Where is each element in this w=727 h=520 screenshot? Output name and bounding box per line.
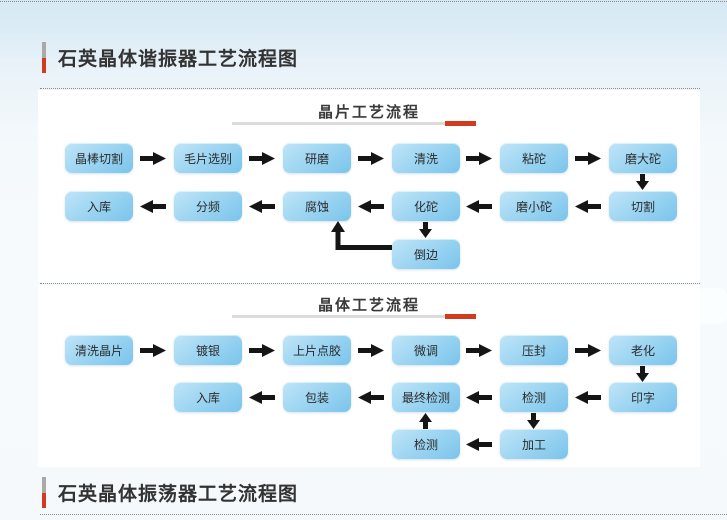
flow-box-jingbangqiege: 晶棒切割 (65, 143, 133, 173)
flow-box-qiege: 切割 (609, 191, 677, 221)
flow-box-moxiaotuo: 磨小砣 (500, 191, 568, 221)
flow-box-yafeng: 压封 (500, 335, 568, 365)
flow-box-huatuo: 化砣 (392, 191, 460, 221)
section-title-resonator: 石英晶体谐振器工艺流程图 (42, 42, 298, 73)
flow-box-weitiao: 微调 (392, 335, 460, 365)
arrow-left-icon (140, 200, 166, 213)
arrow-left-icon (466, 200, 492, 213)
arrow-down-icon (636, 174, 649, 190)
arrow-left-icon (575, 200, 601, 213)
flow-box-zuizhongjiance: 最终检测 (392, 382, 460, 412)
section-title-oscillator: 石英晶体振荡器工艺流程图 (42, 477, 298, 508)
header-underline-gray (232, 315, 445, 318)
flow-box-jiance-1: 检测 (500, 382, 568, 412)
arrow-elbow-up-icon (330, 220, 392, 253)
flow-box-yanmo: 研磨 (283, 143, 351, 173)
flow-box-duyin: 镀银 (174, 335, 242, 365)
flow-box-fushi: 腐蚀 (283, 191, 351, 221)
arrow-right-icon (358, 152, 384, 165)
flow-box-maopianxuanbie: 毛片选别 (174, 143, 242, 173)
arrow-left-icon (249, 391, 275, 404)
flow-box-baozhuang: 包装 (283, 382, 351, 412)
panel-divider (40, 283, 700, 284)
flow-box-ruku-1: 入库 (65, 191, 133, 221)
arrow-left-icon (249, 200, 275, 213)
arrow-down-icon (527, 413, 540, 429)
arrow-down-icon (636, 366, 649, 382)
arrow-left-icon (575, 391, 601, 404)
flow-box-daobian: 倒边 (392, 239, 460, 269)
flow-box-zhantuo: 粘砣 (500, 143, 568, 173)
flow-box-laohua: 老化 (609, 335, 677, 365)
flow-box-qingxijingpian: 清洗晶片 (65, 335, 133, 365)
bottom-divider (40, 514, 727, 515)
header-underline-red (445, 121, 476, 126)
page-title: 石英晶体谐振器工艺流程图 (58, 49, 299, 70)
arrow-down-icon (419, 222, 432, 238)
flow-box-fenpin: 分频 (174, 191, 242, 221)
title-marker-icon (42, 42, 46, 73)
flow-box-qingxi: 清洗 (392, 143, 460, 173)
arrow-right-icon (249, 152, 275, 165)
arrow-left-icon (358, 391, 384, 404)
arrow-right-icon (358, 344, 384, 357)
header-underline-red (445, 314, 476, 319)
flow-box-ruku-2: 入库 (174, 382, 242, 412)
crystal-process-header: 晶体工艺流程 (317, 297, 420, 314)
wafer-process-header: 晶片工艺流程 (317, 104, 420, 121)
flow-box-shangpiandianjiao: 上片点胶 (283, 335, 351, 365)
arrow-right-icon (249, 344, 275, 357)
arrow-up-icon (419, 413, 432, 429)
arrow-left-icon (466, 438, 492, 451)
header-underline-gray (232, 122, 445, 125)
page-title: 石英晶体振荡器工艺流程图 (58, 484, 299, 505)
title-marker-icon (42, 477, 46, 508)
arrow-right-icon (140, 152, 166, 165)
top-divider (0, 1, 727, 2)
arrow-left-icon (358, 200, 384, 213)
arrow-right-icon (140, 344, 166, 357)
arrow-right-icon (575, 152, 601, 165)
background-card-corner (697, 288, 727, 324)
flow-box-modatuo: 磨大砣 (609, 143, 677, 173)
title-divider (40, 88, 700, 89)
flow-box-jiance-2: 检测 (392, 429, 460, 459)
arrow-left-icon (466, 391, 492, 404)
flow-box-yinzi: 印字 (609, 382, 677, 412)
arrow-right-icon (575, 344, 601, 357)
arrow-right-icon (466, 344, 492, 357)
flow-box-jiagong: 加工 (500, 429, 568, 459)
arrow-right-icon (466, 152, 492, 165)
